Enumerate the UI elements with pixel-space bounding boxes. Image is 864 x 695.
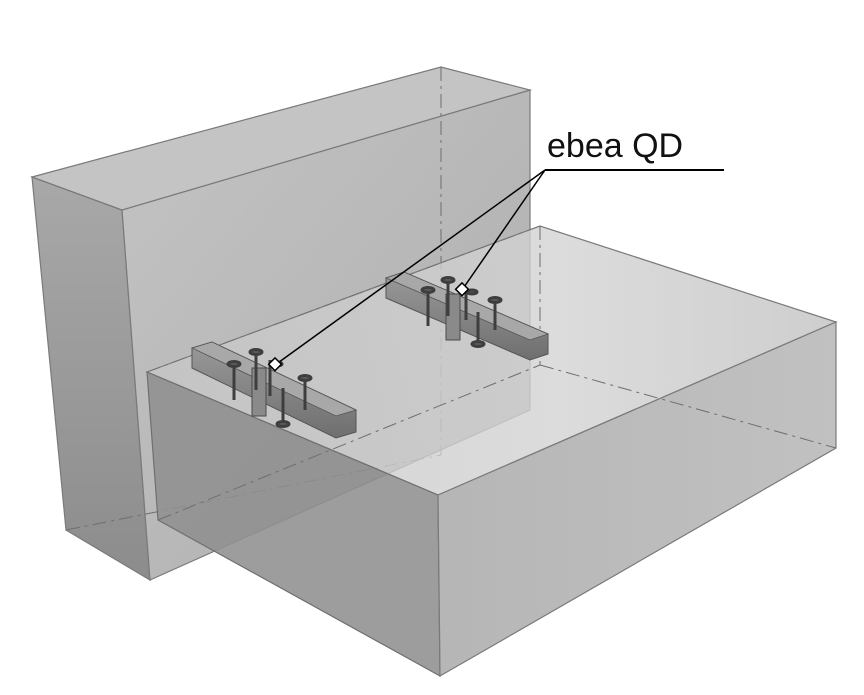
annotation-label: ebea QD [547,127,683,165]
anchor-studs [420,276,503,348]
leader-line [274,169,546,366]
joint-hidden-edge [146,225,541,373]
annotation-callout: ebea QD [267,127,724,372]
slab-hidden-edge [157,364,541,521]
leader-target-marker [267,356,283,372]
leader-target-marker [454,281,470,297]
slab-hidden-edge [539,364,837,449]
leader-line [461,169,546,291]
connector-plate [251,367,267,417]
connector-element-left [190,341,358,439]
connector-element-right [384,271,550,361]
wall-top-face [30,66,533,211]
